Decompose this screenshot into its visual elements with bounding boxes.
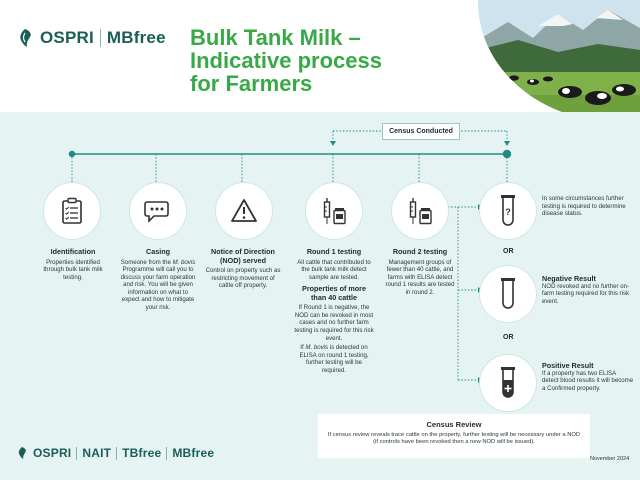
ospri-mbfree-logo: OSPRI MBfree — [16, 28, 166, 48]
syringe-vial-icon — [409, 198, 432, 225]
round-2-title: Round 2 testing — [392, 247, 448, 256]
clipboard-icon — [62, 197, 82, 224]
round-1-text: Round 1 testing All cattle that contribu… — [294, 242, 374, 375]
footer-divider — [116, 446, 118, 460]
round-1-description: All cattle that contributed to the bulk … — [297, 258, 371, 281]
title-line-3: for Farmers — [190, 71, 313, 96]
footer-logo-ospri: OSPRI — [33, 446, 72, 460]
step-round-2 — [390, 183, 450, 239]
test-tube-empty-icon — [501, 278, 515, 309]
nod-icon-circle — [216, 183, 272, 239]
footer-divider — [76, 446, 78, 460]
identification-title: Identification — [50, 247, 96, 256]
syringe-vial-icon — [323, 198, 346, 225]
header: OSPRI MBfree Bulk Tank Milk – Indicative… — [0, 0, 640, 122]
warning-icon — [231, 199, 257, 222]
casing-description: Someone from the M. bovis Programme will… — [120, 259, 196, 312]
negative-result-text: Negative Result NOD revoked and no furth… — [542, 275, 634, 305]
page-title: Bulk Tank Milk – Indicative process for … — [190, 26, 382, 95]
logo-divider — [99, 29, 101, 47]
test-tube-plus-icon — [501, 367, 515, 398]
nod-text: Notice of Direction (NOD) served Control… — [204, 242, 282, 290]
identification-description: Properties identified through bulk tank … — [43, 258, 103, 281]
census-review-box: Census Review If census review reveals t… — [318, 414, 590, 458]
casing-text-italic: M. bovis — [172, 258, 196, 266]
further-testing-icon-circle: ? — [480, 183, 536, 239]
outcome-negative — [480, 266, 536, 322]
nod-title: Notice of Direction (NOD) served — [211, 247, 275, 265]
footer-divider — [166, 446, 168, 460]
positive-icon-circle — [480, 355, 536, 411]
ospri-bird-icon — [18, 447, 26, 459]
or-label-2: OR — [503, 334, 514, 341]
step-identification — [42, 183, 102, 239]
footer-logo-mbfree: MBfree — [172, 446, 215, 460]
step-nod — [214, 183, 274, 239]
title-line-2: Indicative process — [190, 48, 382, 73]
round-1-subtext-2-end: is detected on ELISA on round 1 testing,… — [299, 344, 369, 375]
casing-text-start: Someone from the — [120, 258, 173, 266]
census-conducted-label: Census Conducted — [382, 123, 460, 140]
positive-result-text: Positive Result If a property has two EL… — [542, 362, 634, 392]
round-1-subtext-2: If M. bovis is detected on ELISA on roun… — [294, 344, 374, 374]
title-line-1: Bulk Tank Milk – — [190, 25, 361, 50]
identification-icon-circle — [44, 183, 100, 239]
negative-icon-circle — [480, 266, 536, 322]
identification-text: Identification Properties identified thr… — [36, 242, 110, 281]
further-testing-description: In some circumstances further testing is… — [542, 195, 626, 218]
nod-description: Control on property such as restricting … — [205, 267, 281, 290]
round-2-description: Management groups of fewer than 40 cattl… — [385, 258, 455, 296]
ospri-bird-icon — [20, 29, 31, 47]
round-1-subtext-2-italic: M. bovis — [305, 344, 329, 352]
footer-logos: OSPRI NAIT TBfree MBfree — [16, 446, 214, 460]
logo-brand: OSPRI — [40, 28, 94, 47]
round-2-icon-circle — [392, 183, 448, 239]
positive-result-title: Positive Result — [542, 361, 594, 370]
footer-logo-nait: NAIT — [82, 446, 112, 460]
publication-date: November 2024 — [590, 456, 630, 462]
round-1-subtext-2-start: If — [300, 344, 306, 352]
round-1-subtitle: Properties of more than 40 cattle — [302, 284, 366, 302]
outcome-positive — [480, 355, 536, 411]
round-1-icon-circle — [306, 183, 362, 239]
footer-logo-tbfree: TBfree — [122, 446, 162, 460]
test-tube-question-icon: ? — [501, 195, 515, 226]
casing-text: Casing Someone from the M. bovis Program… — [120, 242, 196, 312]
round-2-text: Round 2 testing Management groups of few… — [384, 242, 456, 296]
round-1-subtext-1: If Round 1 is negative, the NOD can be r… — [294, 304, 374, 342]
or-label-1: OR — [503, 248, 514, 255]
casing-icon-circle — [130, 183, 186, 239]
census-review-text: If census review reveals trace cattle on… — [327, 432, 581, 446]
round-1-title: Round 1 testing — [306, 247, 362, 256]
casing-title: Casing — [146, 247, 170, 256]
logo-program: MBfree — [106, 28, 166, 47]
negative-result-description: NOD revoked and no further on-farm testi… — [542, 282, 630, 305]
step-round-1 — [304, 183, 364, 239]
step-casing — [128, 183, 188, 239]
svg-text:?: ? — [505, 207, 511, 217]
positive-result-description: If a property has two ELISA detect blood… — [542, 369, 634, 392]
outcome-further-testing: ? — [480, 183, 536, 239]
speech-bubble-icon — [144, 201, 169, 223]
census-review-title: Census Review — [426, 420, 482, 429]
negative-result-title: Negative Result — [542, 274, 596, 283]
casing-text-end: Programme will call you to discuss your … — [120, 266, 196, 312]
